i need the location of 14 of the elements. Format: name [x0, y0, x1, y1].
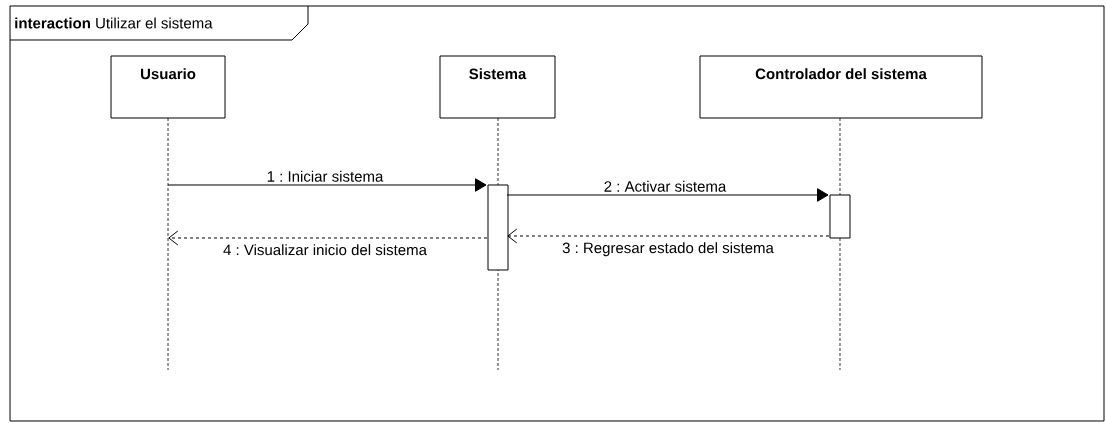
- message-label: 3 : Regresar estado del sistema: [561, 241, 775, 258]
- message-arrow: [507, 228, 830, 244]
- participant-box: Usuario: [110, 55, 226, 119]
- participant-box: Sistema: [439, 55, 556, 119]
- message-label: 2 : Activar sistema: [602, 179, 728, 193]
- participant-box: Controlador del sistema: [699, 55, 983, 119]
- message-label: 4 : Visualizar inicio del sistema: [222, 243, 428, 257]
- activation-bar: [829, 194, 851, 239]
- frame-title: interaction Utilizar el sistema: [15, 17, 213, 29]
- activation-bar: [487, 184, 509, 271]
- message-arrow: [506, 188, 829, 202]
- message-label: 1 : Iniciar sistema: [265, 169, 385, 183]
- message-arrow: [167, 178, 487, 192]
- message-arrow: [168, 230, 488, 246]
